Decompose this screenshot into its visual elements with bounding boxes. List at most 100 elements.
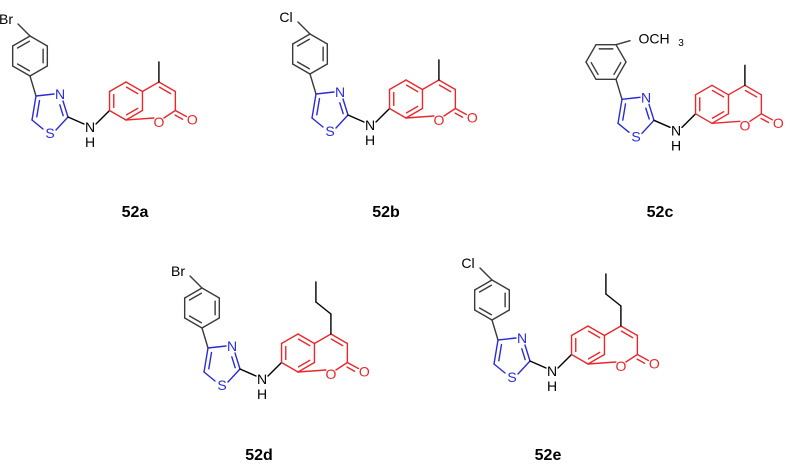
coumarin-benzo-bond <box>570 325 589 337</box>
phenyl-double-bond <box>188 292 203 301</box>
phenyl-bond <box>183 317 203 329</box>
coumarin-benzo-double-bond <box>711 89 725 98</box>
nh-n-atom: N <box>671 122 681 138</box>
thiazole-bond <box>234 352 241 370</box>
compound-label-52b: 52b <box>372 204 400 221</box>
thiazole-bond <box>648 103 655 122</box>
phenyl-bond <box>615 61 627 81</box>
thiazole-double-bond <box>521 348 526 361</box>
coumarin-benzo-bond <box>388 107 407 119</box>
thiazole-double-bond <box>231 356 236 369</box>
pyranone-bond <box>125 117 155 121</box>
coumarin-benzo-bond <box>125 81 144 93</box>
pyranone-bond <box>438 79 457 91</box>
carbonyl-oxygen-atom: O <box>187 112 198 128</box>
nh-n-atom: N <box>547 363 557 379</box>
phenyl-bond <box>615 43 627 63</box>
phenyl-bond <box>201 287 221 299</box>
coumarin-benzo-double-bond <box>711 111 725 119</box>
coumarin-benzo-bond <box>587 353 606 365</box>
nh-bond <box>529 360 547 369</box>
pyranone-bond <box>625 353 639 363</box>
pyranone-bond <box>313 333 332 345</box>
carbonyl-double-bond <box>454 112 464 118</box>
thiazole-double-bond <box>59 104 64 117</box>
coumarin-benzo-bond <box>297 361 316 373</box>
coumarin-benzo-bond <box>125 109 144 121</box>
pyranone-bond <box>141 81 160 93</box>
coumarin-benzo-double-bond <box>297 338 311 347</box>
pyranone-bond <box>335 361 349 371</box>
substituent-label-cl: Cl <box>279 9 292 25</box>
nh-h-atom: H <box>671 137 681 153</box>
nh-coumarin-bond <box>557 353 573 369</box>
coumarin-benzo-double-bond <box>405 105 419 114</box>
methoxy-subscript: 3 <box>678 38 684 49</box>
phenyl-double-bond <box>478 307 493 316</box>
substituent-bond <box>615 39 631 46</box>
nh-bond <box>347 114 365 123</box>
nh-h-atom: H <box>365 132 375 148</box>
phenyl-double-bond <box>296 61 311 70</box>
thiazole-bond <box>617 122 630 134</box>
coumarin-benzo-bond <box>388 79 407 91</box>
phenyl-bond <box>491 279 511 291</box>
phenyl-double-bond <box>478 284 493 293</box>
pyranone-bond <box>158 81 177 93</box>
phenyl-double-bond <box>296 38 311 47</box>
thiazole-double-bond <box>498 343 503 362</box>
substituent-bond <box>297 21 311 35</box>
coumarin-benzo-bond <box>711 84 730 96</box>
phenyl-bond <box>201 317 221 329</box>
pyranone-bond <box>727 84 746 96</box>
phenyl-bond <box>491 309 511 321</box>
thiazole-double-bond <box>622 103 627 121</box>
thiazole-n-atom: N <box>517 330 527 346</box>
carbonyl-double-bond <box>636 358 646 364</box>
carbonyl-bond <box>346 361 360 370</box>
coumarin-benzo-bond <box>405 107 424 119</box>
ring-oxygen-atom: O <box>615 358 626 374</box>
phenyl-thiazole-bond <box>29 75 37 97</box>
substituent-bond <box>189 275 203 289</box>
phenyl-bond <box>11 35 31 47</box>
carbonyl-double-bond <box>346 366 356 372</box>
coumarin-benzo-double-bond <box>125 107 139 116</box>
coumarin-benzo-bond <box>280 333 299 345</box>
propyl-bond <box>605 293 622 307</box>
coumarin-benzo-double-bond <box>405 84 419 93</box>
phenyl-thiazole-bond <box>615 78 623 101</box>
thiazole-bond <box>203 347 209 373</box>
thiazole-bond <box>497 337 517 341</box>
pyranone-bond <box>297 369 327 373</box>
substituent-label-br: Br <box>0 11 13 27</box>
thiazole-bond <box>517 360 531 375</box>
pyranone-bond <box>603 325 622 337</box>
phenyl-bond <box>309 63 329 75</box>
thiazole-s-atom: S <box>45 125 54 141</box>
thiazole-double-bond <box>645 107 650 120</box>
pyranone-bond <box>163 109 177 119</box>
carbonyl-bond <box>760 113 774 121</box>
pyranone-double-bond <box>438 84 452 93</box>
thiazole-bond <box>311 93 317 119</box>
coumarin-benzo-bond <box>405 79 424 91</box>
ring-oxygen-atom: O <box>739 117 750 133</box>
ring-oxygen-atom: O <box>153 114 164 130</box>
carbonyl-oxygen-atom: O <box>773 115 784 131</box>
thiazole-bond <box>524 344 531 362</box>
phenyl-bond <box>585 43 597 63</box>
carbonyl-oxygen-atom: O <box>649 356 660 372</box>
pyranone-bond <box>620 325 639 337</box>
thiazole-bond <box>335 114 349 129</box>
thiazole-double-bond <box>36 99 41 118</box>
phenyl-bond <box>11 65 31 77</box>
thiazole-bond <box>315 91 335 95</box>
phenyl-bond <box>29 65 49 77</box>
ring-oxygen-atom: O <box>325 366 336 382</box>
coumarin-benzo-bond <box>587 325 606 337</box>
pyranone-bond <box>330 333 349 345</box>
